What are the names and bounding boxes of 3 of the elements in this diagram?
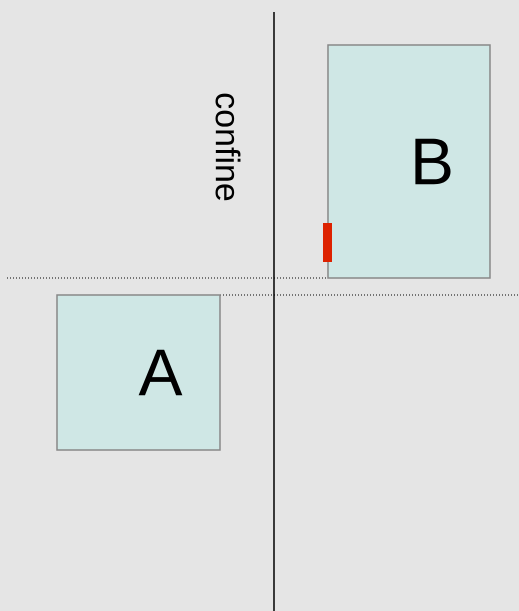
box: B [327,44,491,279]
axis-label: confine [216,94,240,200]
box: A [56,294,221,451]
